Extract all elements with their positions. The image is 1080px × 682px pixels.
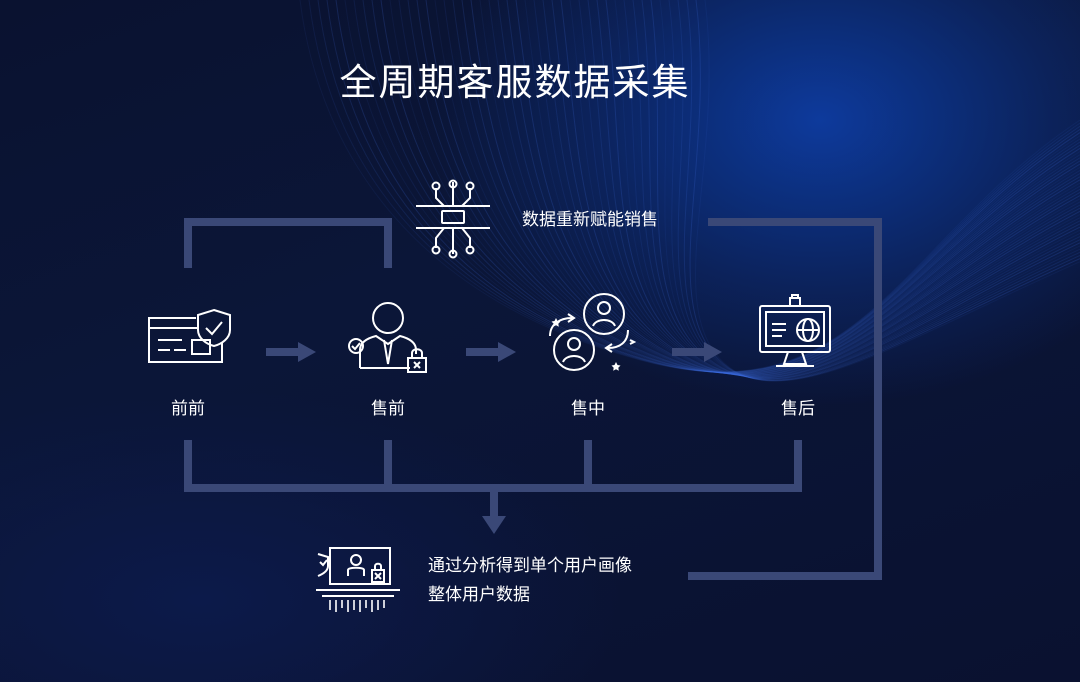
- stage-label-1: 前前: [171, 399, 205, 419]
- top-loop-connector: [184, 218, 392, 268]
- down-arrow-head: [482, 516, 506, 534]
- top-node-label: 数据重新赋能销售: [522, 210, 658, 230]
- arrow-3: [672, 342, 722, 362]
- card-shield-icon: [148, 308, 231, 363]
- stage-label-4: 售后: [781, 399, 815, 419]
- circuit-icon: [416, 179, 490, 259]
- bottom-node-text: 通过分析得到单个用户画像 整体用户数据: [428, 552, 632, 610]
- monitor-globe-icon: [759, 294, 831, 367]
- bottom-collector-connector: [184, 440, 802, 492]
- bottom-node-line-1: 通过分析得到单个用户画像: [428, 556, 632, 576]
- arrow-1: [266, 342, 316, 362]
- page-title: 全周期客服数据采集: [339, 61, 691, 104]
- stage-label-3: 售中: [571, 399, 605, 419]
- right-loop-connector: [688, 218, 882, 580]
- users-exchange-icon: [549, 293, 636, 371]
- arrow-2: [466, 342, 516, 362]
- bottom-node-line-2: 整体用户数据: [428, 585, 530, 605]
- stage-label-2: 售前: [371, 399, 405, 419]
- user-data-board-icon: [316, 547, 400, 612]
- person-lock-icon: [348, 302, 427, 373]
